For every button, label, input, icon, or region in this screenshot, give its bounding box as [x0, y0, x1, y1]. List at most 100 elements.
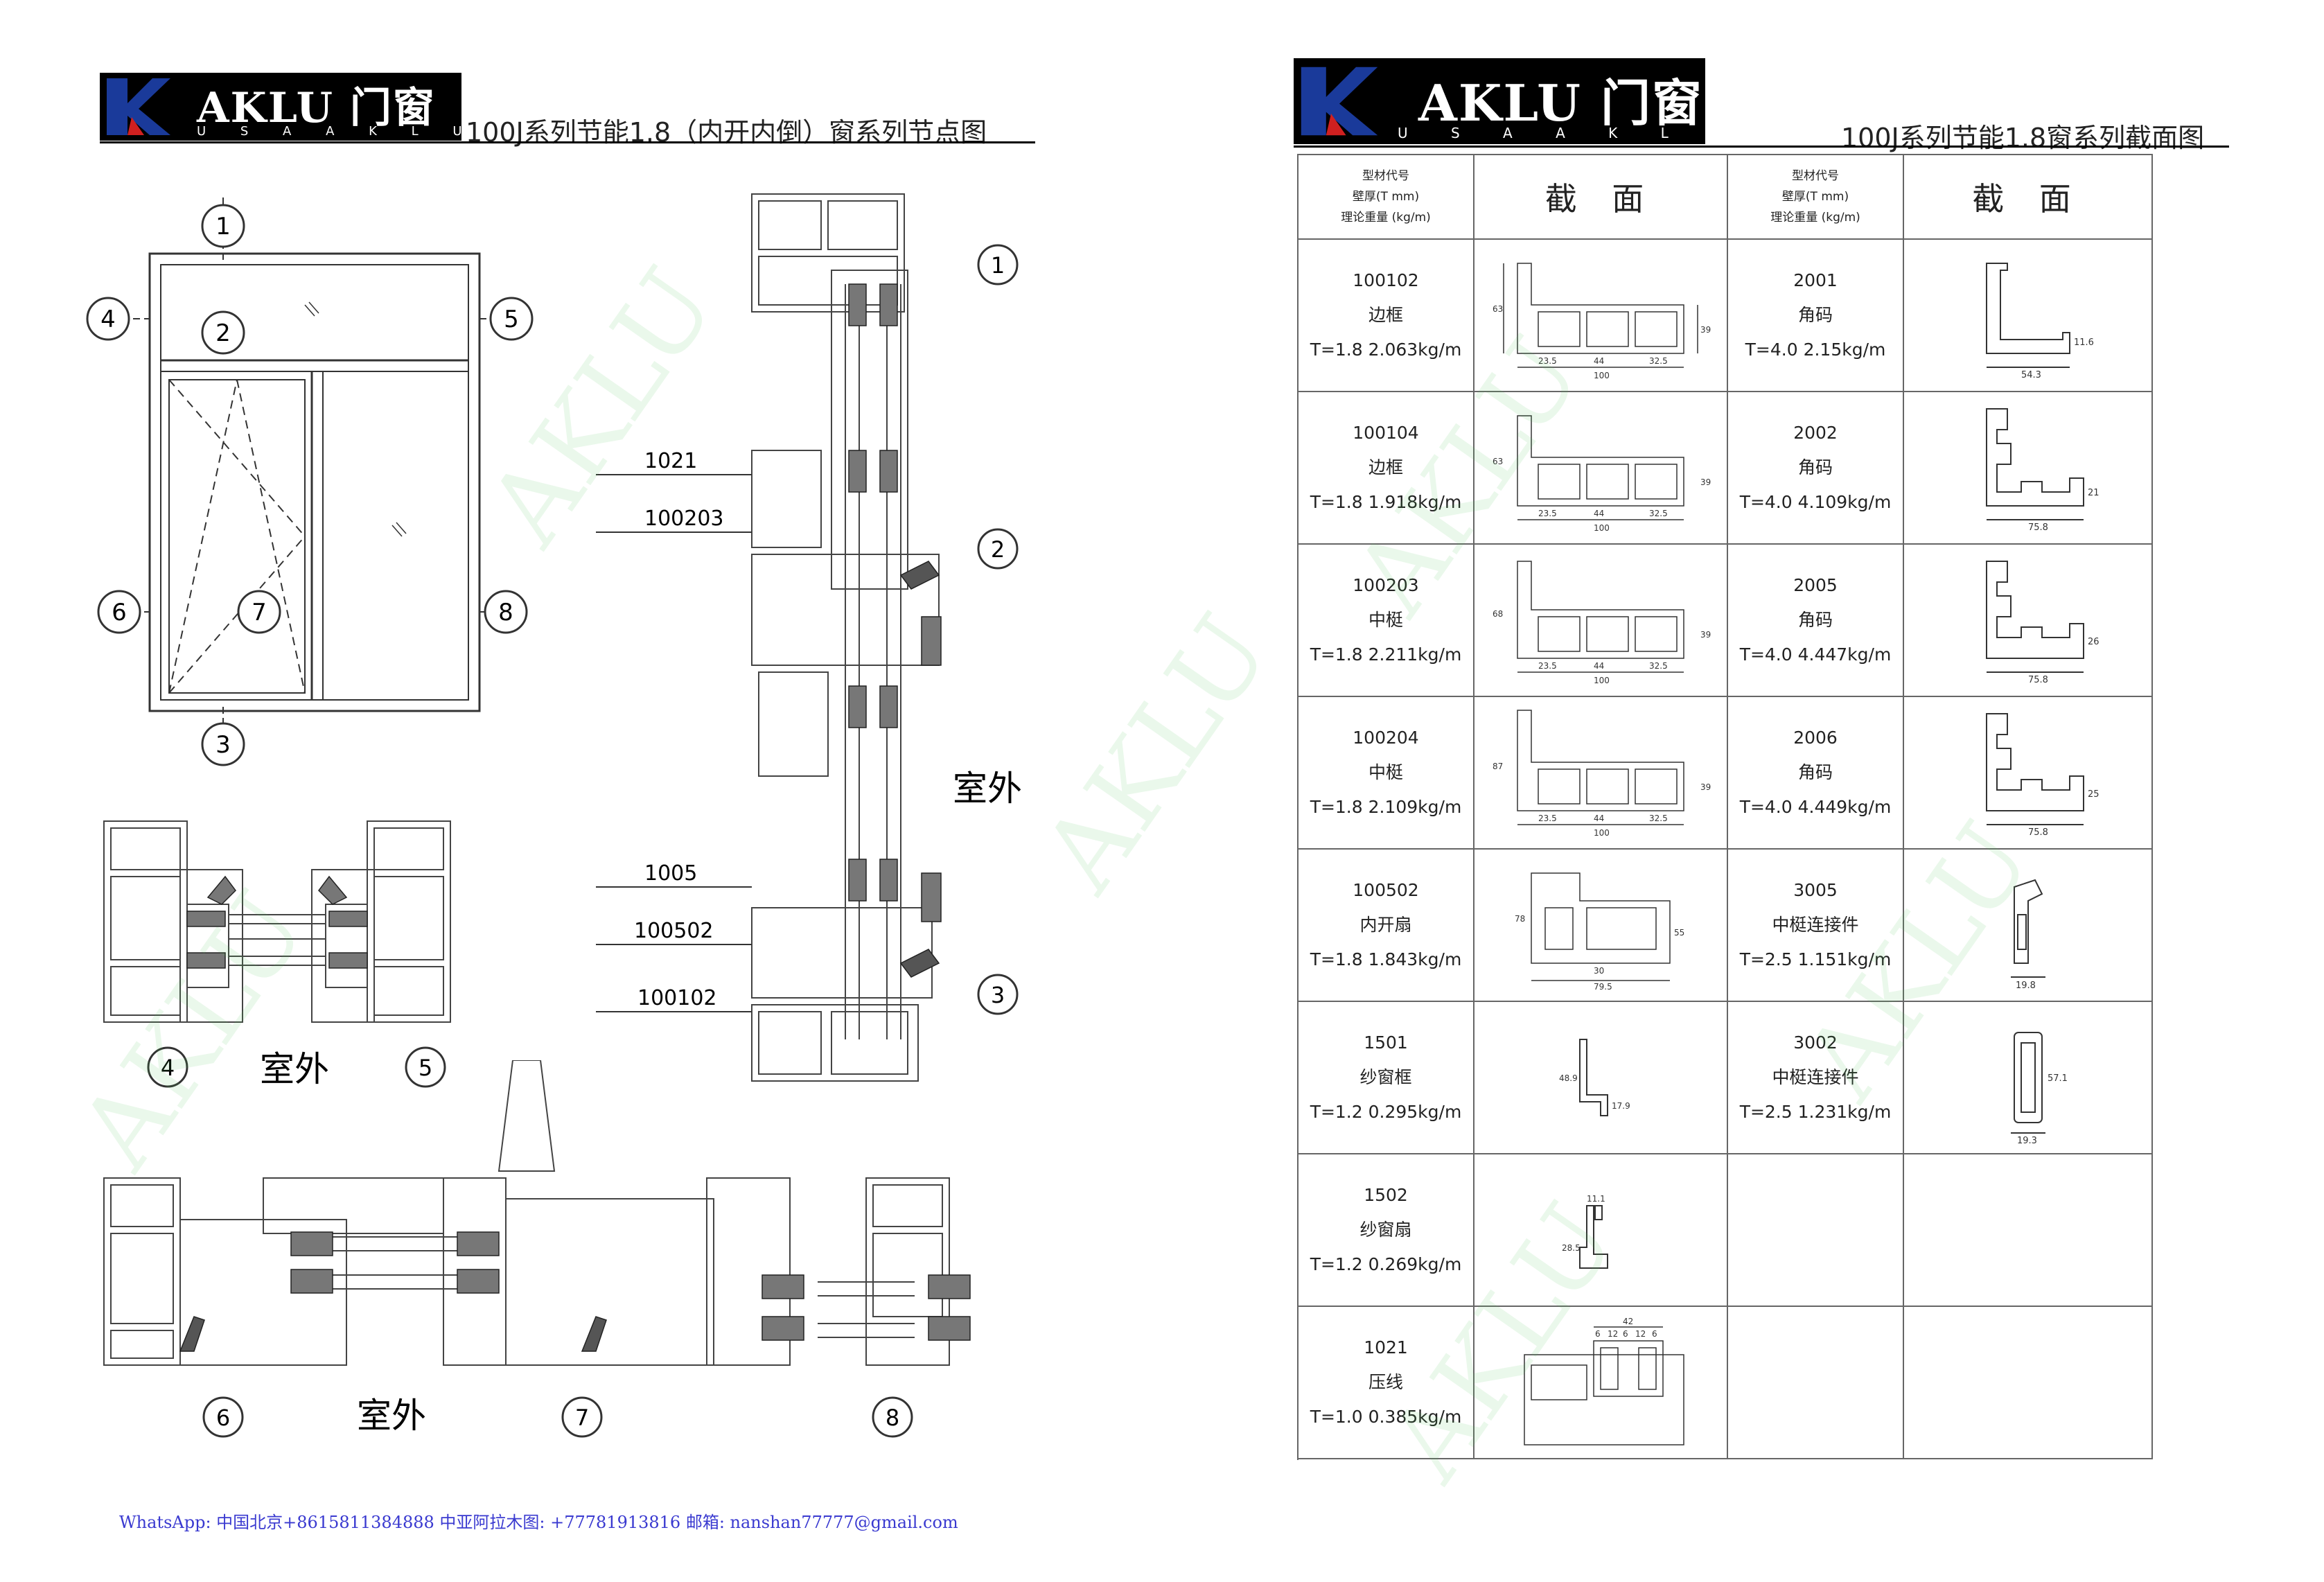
- vertical-section-1-2-3: 1021 100203 1005 100502 100102 室外 1 2 3: [596, 193, 1022, 1082]
- aklu-k-logo-icon: [1301, 67, 1378, 136]
- svg-text:28.5: 28.5: [1562, 1243, 1581, 1253]
- elevation-callout-4: 4: [86, 297, 130, 341]
- code-column-header-2: 型材代号 壁厚(T mm) 理论重量 (kg/m): [1727, 154, 1904, 240]
- svg-text:39: 39: [1700, 630, 1711, 640]
- section-callout-7: 7: [561, 1396, 603, 1438]
- svg-text:4: 4: [161, 1055, 175, 1081]
- right-logo: AKLU 门窗 U S A A K L U: [1294, 58, 1722, 144]
- svg-text:87: 87: [1493, 762, 1503, 771]
- window-elevation-diagram: 1 2 3 4 5 6 7 8: [86, 197, 534, 766]
- svg-text:32.5: 32.5: [1649, 509, 1668, 518]
- profile-section-2001: 54.3 11.6: [1903, 238, 2153, 392]
- elevation-callout-7: 7: [237, 590, 281, 634]
- part-label-100502: 100502: [634, 919, 714, 943]
- svg-text:25: 25: [2088, 789, 2099, 800]
- section-callout-4: 4: [147, 1046, 188, 1088]
- svg-text:3: 3: [991, 982, 1005, 1008]
- svg-text:54.3: 54.3: [2021, 370, 2041, 380]
- vertical-callout-2: 2: [977, 528, 1019, 570]
- svg-text:100: 100: [1594, 371, 1610, 380]
- svg-text:78: 78: [1515, 914, 1525, 924]
- spec-table-header: 型材代号 壁厚(T mm) 理论重量 (kg/m) 截 面 型材代号 壁厚(T …: [1297, 154, 2153, 240]
- section-column-header-2: 截 面: [1903, 154, 2153, 240]
- part-label-100203: 100203: [644, 507, 724, 531]
- svg-text:44: 44: [1594, 509, 1604, 518]
- svg-text:23.5: 23.5: [1538, 661, 1557, 671]
- svg-text:39: 39: [1700, 325, 1711, 335]
- svg-text:23.5: 23.5: [1538, 814, 1557, 823]
- svg-text:44: 44: [1594, 356, 1604, 366]
- elevation-callout-2: 2: [201, 310, 245, 355]
- svg-text:75.8: 75.8: [2028, 522, 2048, 533]
- left-title-rule: [100, 141, 1035, 143]
- empty-info-cell: [1727, 1153, 1904, 1307]
- svg-text:32.5: 32.5: [1649, 356, 1668, 366]
- aklu-k-logo-icon: [107, 78, 170, 135]
- horizontal-section-4-5: 4 5 室外: [103, 820, 451, 1089]
- svg-text:12: 12: [1608, 1329, 1618, 1339]
- svg-text:7: 7: [252, 599, 267, 626]
- section-callout-5: 5: [405, 1046, 446, 1088]
- svg-text:19.8: 19.8: [2016, 981, 2036, 991]
- svg-text:26: 26: [2088, 637, 2099, 647]
- svg-text:63: 63: [1493, 457, 1503, 466]
- horizontal-section-6-7-8: 6 7 8 室外: [103, 1060, 971, 1438]
- section-column-header: 截 面: [1473, 154, 1728, 240]
- svg-text:4: 4: [100, 306, 116, 333]
- outdoor-label-vertical: 室外: [953, 768, 1022, 809]
- svg-text:19.3: 19.3: [2017, 1136, 2037, 1143]
- svg-text:11.6: 11.6: [2074, 337, 2094, 348]
- header-thickness-line: 壁厚(T mm): [1781, 190, 1849, 204]
- vertical-callout-1: 1: [977, 244, 1019, 285]
- profile-section-2002: 75.8 21: [1903, 391, 2153, 545]
- right-title-rule: [1294, 146, 2229, 148]
- svg-text:23.5: 23.5: [1538, 356, 1557, 366]
- svg-text:21: 21: [2088, 488, 2099, 498]
- svg-text:100: 100: [1594, 828, 1610, 838]
- code-column-header: 型材代号 壁厚(T mm) 理论重量 (kg/m): [1297, 154, 1474, 240]
- left-logo-subtitle: U S A A K L U: [197, 124, 477, 139]
- svg-text:2: 2: [215, 319, 231, 347]
- elevation-callout-5: 5: [489, 297, 534, 341]
- svg-text:7: 7: [575, 1405, 589, 1431]
- right-page-title: 100J系列节能1.8窗系列截面图: [1841, 123, 2205, 153]
- section-callout-6: 6: [202, 1396, 244, 1438]
- left-logo: AKLU 门窗 U S A A K L U: [100, 73, 462, 141]
- left-logo-brand: AKLU 门窗: [197, 84, 436, 132]
- header-thickness-line: 壁厚(T mm): [1352, 190, 1420, 204]
- svg-text:55: 55: [1674, 928, 1684, 938]
- svg-text:42: 42: [1623, 1317, 1633, 1326]
- svg-text:48.9: 48.9: [1559, 1073, 1578, 1083]
- section-callout-8: 8: [872, 1396, 913, 1438]
- outdoor-label-top: 室外: [260, 1049, 329, 1089]
- elevation-callout-8: 8: [484, 590, 528, 634]
- right-page: AKLU 门窗 U S A A K L U 100J系列节能1.8窗系列截面图: [1162, 0, 2324, 1582]
- svg-text:1: 1: [215, 213, 231, 240]
- part-label-100102: 100102: [637, 986, 717, 1010]
- elevation-callout-1: 1: [201, 204, 245, 248]
- svg-text:32.5: 32.5: [1649, 814, 1668, 823]
- svg-text:44: 44: [1594, 661, 1604, 671]
- part-label-1005: 1005: [644, 861, 697, 886]
- svg-text:63: 63: [1493, 304, 1503, 314]
- empty-section-cell: [1903, 1306, 2153, 1459]
